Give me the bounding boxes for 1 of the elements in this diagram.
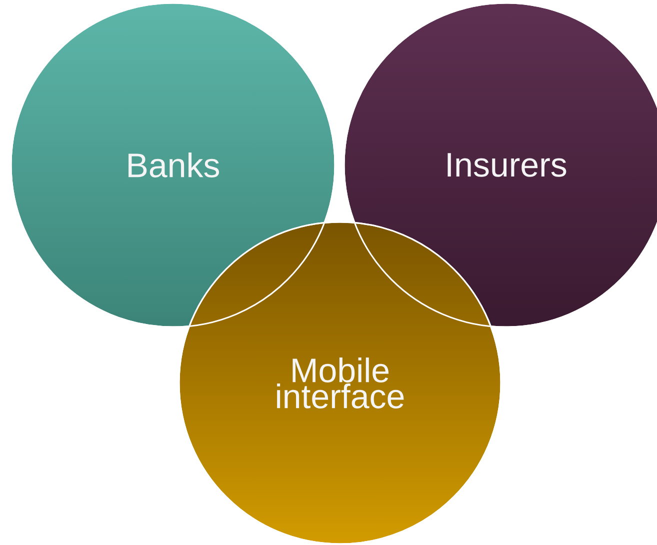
node-label: Insurers	[448, 153, 566, 177]
